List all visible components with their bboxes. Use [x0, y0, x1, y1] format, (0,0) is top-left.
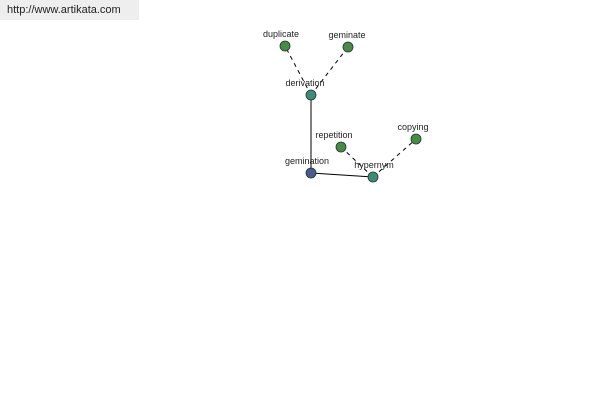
node-geminate[interactable]: [342, 41, 354, 53]
node-repetition[interactable]: [335, 141, 347, 153]
edge-derivation-geminate: [310, 46, 349, 96]
node-duplicate[interactable]: [279, 40, 291, 52]
label-duplicate[interactable]: duplicate: [263, 29, 299, 39]
graph-nodes: [279, 40, 422, 183]
label-derivation[interactable]: derivation: [285, 78, 324, 88]
label-gemination[interactable]: gemination: [285, 156, 329, 166]
edge-gemination-hypernym: [310, 172, 374, 178]
url-bar: http://www.artikata.com: [0, 0, 139, 20]
edge-derivation-duplicate: [284, 45, 312, 96]
site-link[interactable]: http://www.artikata.com: [7, 4, 121, 16]
graph-labels: gemination derivation hypernym duplicate gem…: [263, 29, 429, 170]
node-hypernym[interactable]: [367, 171, 379, 183]
label-hypernym[interactable]: hypernym: [354, 160, 394, 170]
label-copying[interactable]: copying: [397, 122, 428, 132]
label-repetition[interactable]: repetition: [315, 130, 352, 140]
node-gemination[interactable]: [305, 167, 317, 179]
label-geminate[interactable]: geminate: [328, 30, 365, 40]
node-copying[interactable]: [410, 133, 422, 145]
edge-hypernym-copying: [372, 138, 417, 178]
node-derivation[interactable]: [305, 89, 317, 101]
graph-edges: [284, 45, 417, 178]
